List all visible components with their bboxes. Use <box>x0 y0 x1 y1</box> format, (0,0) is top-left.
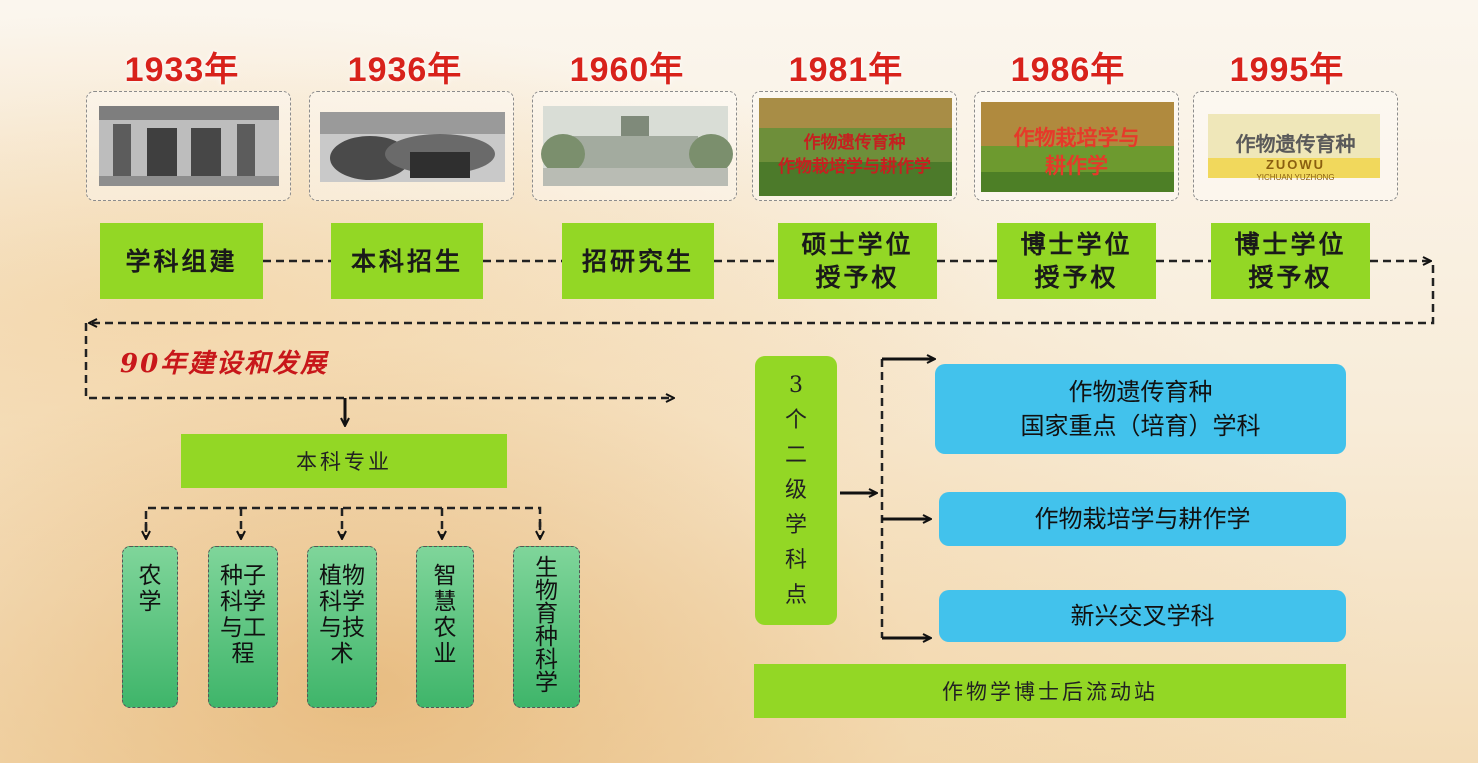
crop-field-icon <box>759 98 952 196</box>
building-photo-icon <box>99 106 279 186</box>
photo-1995-caption-2: ZUOWU <box>1265 157 1326 172</box>
photo-1981-caption-1: 作物遗传育种 <box>803 133 906 153</box>
secondary-label-char: 点 <box>784 583 807 608</box>
year-1933: 1933年 <box>124 51 240 89</box>
discipline-crop-cultivation: 作物栽培学与耕作学 <box>939 492 1346 546</box>
milestone-1995: 博士学位 授予权 <box>1211 223 1370 299</box>
photo-1933-building <box>86 91 291 201</box>
milestone-1986: 博士学位 授予权 <box>997 223 1156 299</box>
major-smart-agriculture: 智 慧 农 业 <box>416 546 474 708</box>
photo-1960-campus <box>532 91 737 201</box>
year-1986: 1986年 <box>1010 51 1126 89</box>
discipline-crop-genetics: 作物遗传育种 国家重点（培育）学科 <box>935 364 1346 454</box>
secondary-label-char: 科 <box>784 548 807 573</box>
photo-1995-caption-3: YICHUAN YUZHONG <box>1256 173 1335 182</box>
major-seed-science: 种子 科学 与工 程 <box>208 546 278 708</box>
secondary-disciplines-label: 3 个 二 级 学 科 点 <box>755 356 837 625</box>
major-bio-breeding: 生 物 育 种 科 学 <box>513 546 580 708</box>
year-1995: 1995年 <box>1229 51 1345 89</box>
undergrad-majors-header: 本科专业 <box>181 434 507 488</box>
year-1981: 1981年 <box>788 51 904 89</box>
secondary-label-char: 二 <box>784 443 807 468</box>
photo-1936-group <box>309 91 514 201</box>
secondary-label-char: 个 <box>784 408 807 433</box>
year-1936: 1936年 <box>347 51 463 89</box>
year-1960: 1960年 <box>569 51 685 89</box>
photo-1981-field: 作物遗传育种 作物栽培学与耕作学 <box>752 91 957 201</box>
discipline-interdisciplinary: 新兴交叉学科 <box>939 590 1346 642</box>
logo-banner-icon <box>1208 114 1380 178</box>
photo-1995-caption-1: 作物遗传育种 <box>1235 132 1356 156</box>
major-plant-science: 植物 科学 与技 术 <box>307 546 377 708</box>
milestone-1936: 本科招生 <box>331 223 483 299</box>
campus-photo-icon <box>541 106 733 186</box>
secondary-label-char: 3 <box>789 373 803 398</box>
photo-1995-logo: 作物遗传育种 ZUOWU YICHUAN YUZHONG <box>1193 91 1398 201</box>
photo-1981-caption-2: 作物栽培学与耕作学 <box>778 157 931 177</box>
crop-field-icon <box>981 102 1174 192</box>
postdoc-station: 作物学博士后流动站 <box>754 664 1346 718</box>
photo-1986-field: 作物栽培学与 耕作学 <box>974 91 1179 201</box>
milestone-1960: 招研究生 <box>562 223 714 299</box>
photo-1986-caption-1: 作物栽培学与 <box>1013 125 1140 150</box>
milestone-1981: 硕士学位 授予权 <box>778 223 937 299</box>
photo-1986-caption-2: 耕作学 <box>1045 153 1108 178</box>
section-subtitle: 90年建设和发展 <box>120 349 329 379</box>
secondary-label-char: 学 <box>784 513 807 538</box>
major-agronomy: 农 学 <box>122 546 178 708</box>
secondary-label-char: 级 <box>784 478 807 503</box>
group-photo-icon <box>320 112 505 182</box>
milestone-1933: 学科组建 <box>100 223 263 299</box>
